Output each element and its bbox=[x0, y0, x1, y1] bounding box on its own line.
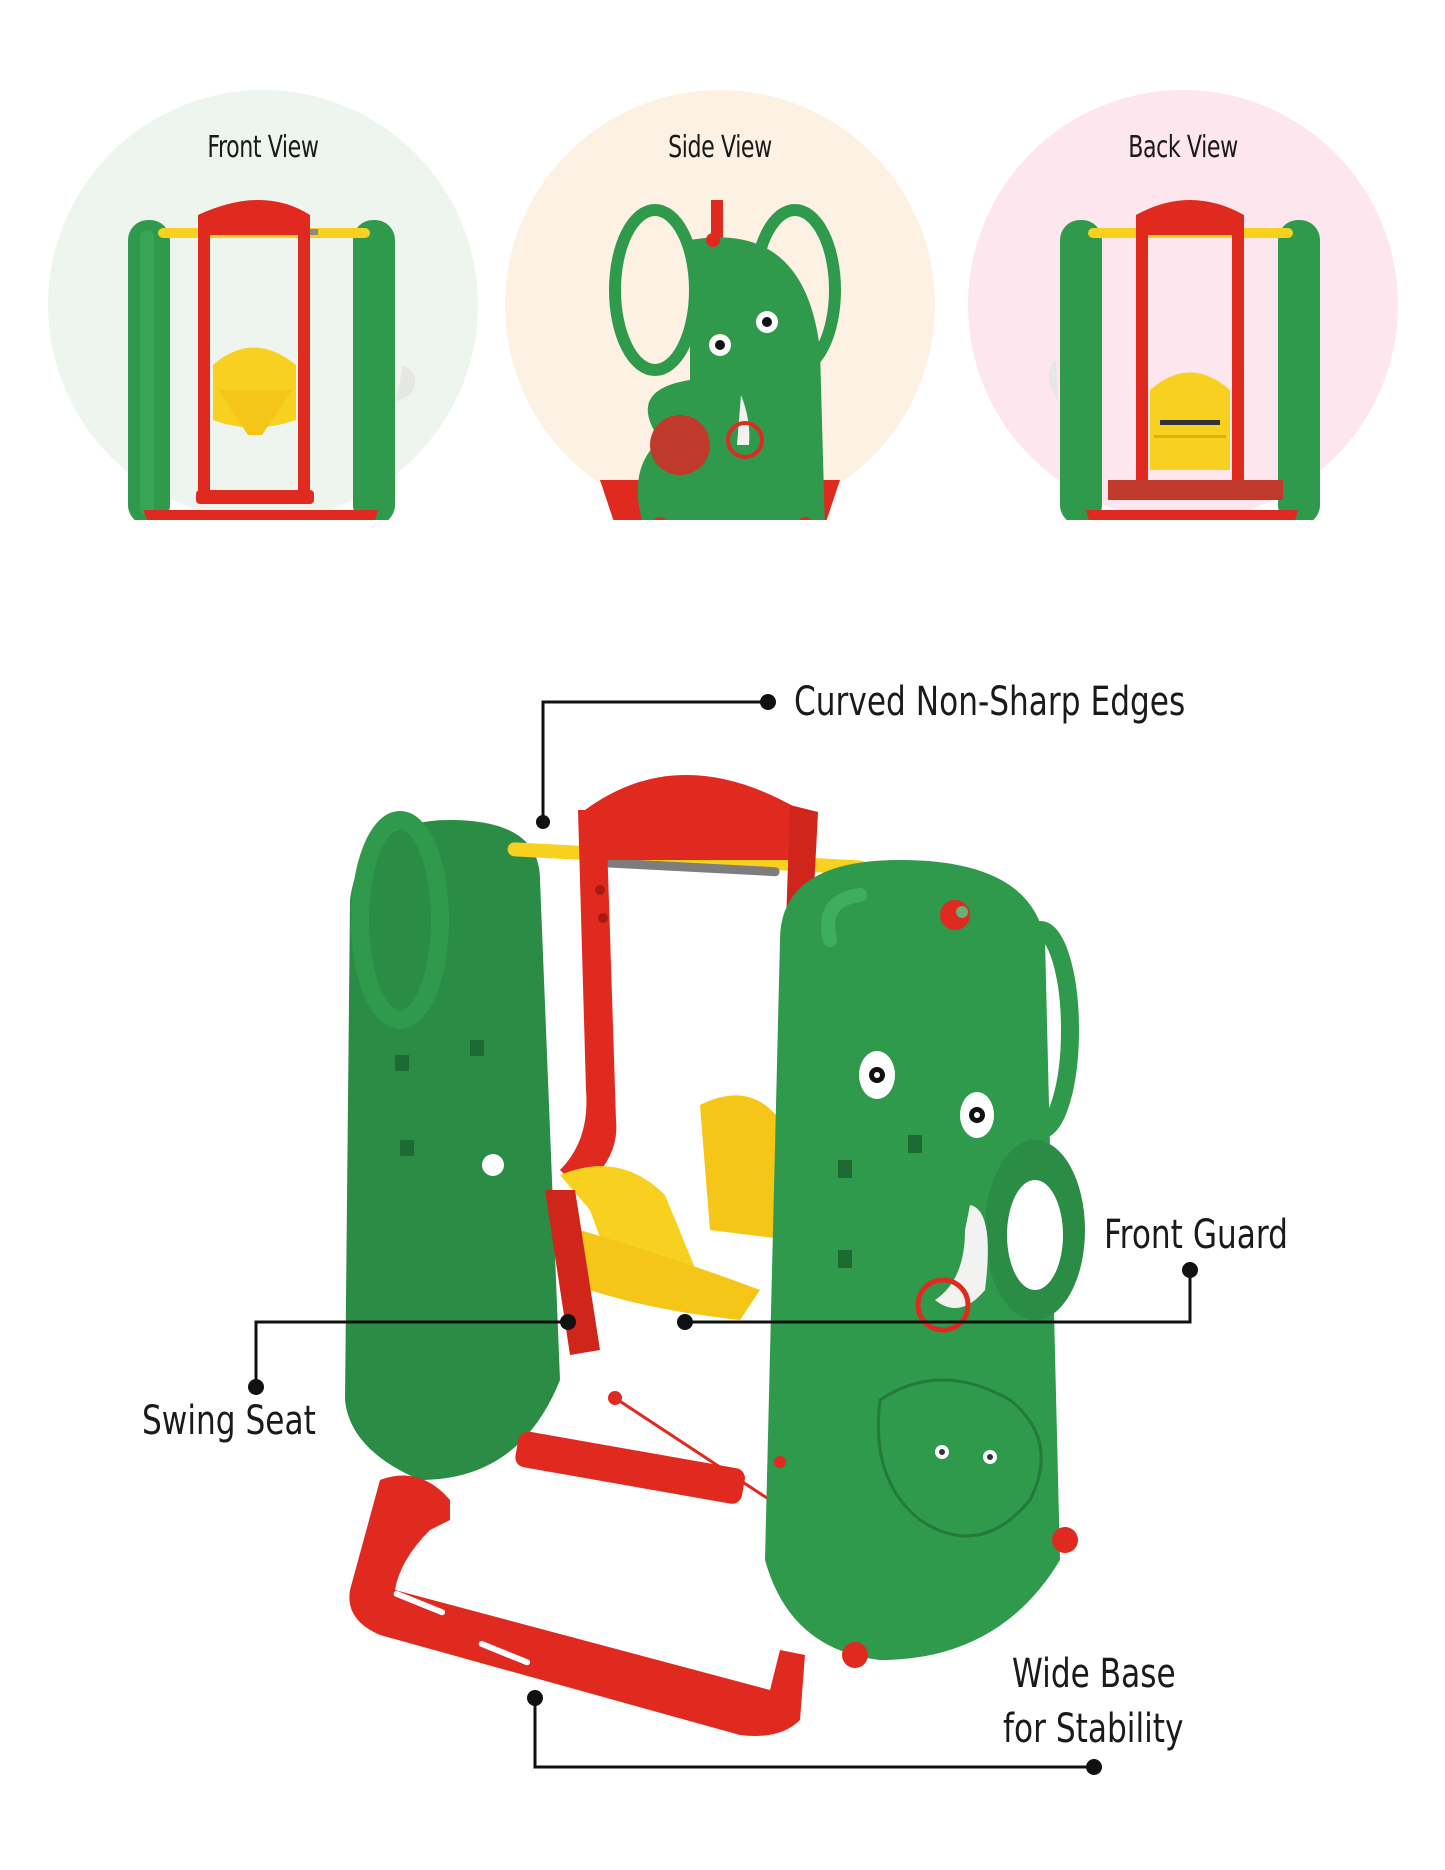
callout-front-guard: Front Guard bbox=[1104, 1212, 1288, 1258]
callout-curved-edges: Curved Non-Sharp Edges bbox=[794, 679, 1186, 725]
side-view-panel: Side View bbox=[505, 90, 935, 520]
front-view-panel: Front View bbox=[48, 90, 478, 520]
back-view-title: Back View bbox=[1128, 130, 1238, 165]
edges-callout-dot bbox=[536, 815, 550, 829]
edges-callout-label-dot bbox=[760, 694, 776, 710]
back-view-swing-illustration bbox=[1048, 200, 1320, 520]
front-view-swing-illustration bbox=[128, 200, 416, 520]
callout-swing-seat: Swing Seat bbox=[142, 1398, 316, 1444]
side-view-title: Side View bbox=[668, 130, 772, 165]
front-view-title: Front View bbox=[207, 130, 319, 165]
callout-wide-base-line1: Wide Base bbox=[1012, 1651, 1176, 1697]
side-view-swing-illustration bbox=[600, 200, 841, 520]
back-view-panel: Back View bbox=[968, 90, 1398, 520]
callout-wide-base-line2: for Stability bbox=[1003, 1706, 1184, 1752]
